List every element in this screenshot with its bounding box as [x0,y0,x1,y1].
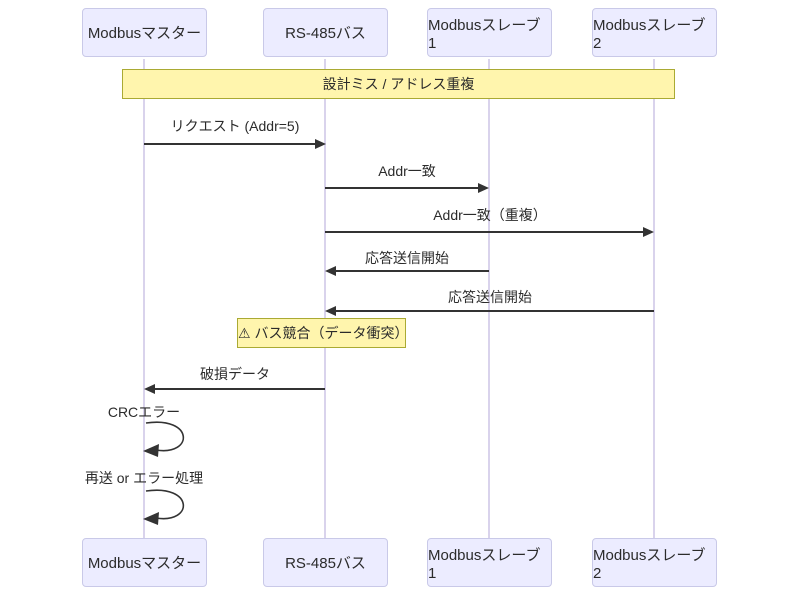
actor-top-modbus-slave-2: Modbusスレーブ 2 [592,8,717,57]
arrowhead-left-icon [325,306,336,316]
message-label-retry: 再送 or エラー処理 [84,470,204,486]
lifeline-modbus-master [143,59,145,538]
lifeline-rs485-bus [324,59,326,538]
arrowhead-right-icon [643,227,654,237]
message-label-addr-match-dup: Addr一致（重複） [433,207,547,223]
arrowhead-right-icon [315,139,326,149]
message-line [325,231,645,233]
actor-top-rs485-bus: RS-485バス [263,8,388,57]
note-design-mistake: 設計ミス / アドレス重複 [122,69,675,99]
message-label-crc-error: CRCエラー [107,404,181,420]
arrowhead-right-icon [478,183,489,193]
self-loop-curve [145,421,185,452]
actor-bottom-modbus-slave-2: Modbusスレーブ 2 [592,538,717,587]
lifeline-modbus-slave-1 [488,59,490,538]
self-loop-curve [145,489,185,520]
arrowhead-left-icon [143,444,159,457]
actor-top-modbus-slave-1: Modbusスレーブ 1 [427,8,552,57]
message-line [153,388,325,390]
arrowhead-left-icon [325,266,336,276]
message-label-response-start-2: 応答送信開始 [448,289,532,305]
actor-bottom-rs485-bus: RS-485バス [263,538,388,587]
actor-top-modbus-master: Modbusマスター [82,8,207,57]
message-line [334,310,654,312]
message-label-response-start-1: 応答送信開始 [365,250,449,266]
message-label-request: リクエスト (Addr=5) [170,118,300,134]
arrowhead-left-icon [143,512,159,525]
message-line [325,187,480,189]
arrowhead-left-icon [144,384,155,394]
message-line [334,270,489,272]
message-label-addr-match: Addr一致 [378,163,436,179]
actor-bottom-modbus-slave-1: Modbusスレーブ 1 [427,538,552,587]
message-label-corrupt-data: 破損データ [200,366,270,382]
message-line [144,143,317,145]
lifeline-modbus-slave-2 [653,59,655,538]
actor-bottom-modbus-master: Modbusマスター [82,538,207,587]
note-bus-contention: ⚠ バス競合（データ衝突） [237,318,408,348]
